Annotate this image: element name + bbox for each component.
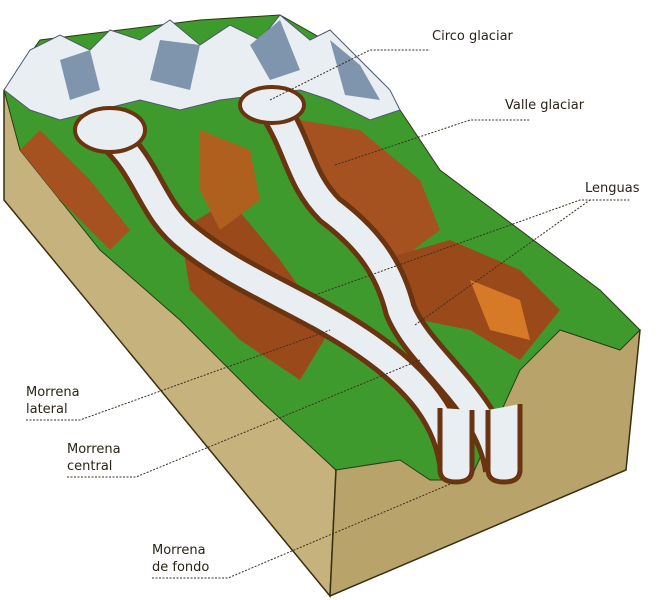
label-morrena-central: Morrena central: [67, 441, 121, 475]
label-line: de fondo: [152, 560, 210, 575]
rock-shadow-3: [250, 20, 300, 80]
leader-lines: [26, 49, 630, 579]
leader-circo: [269, 49, 430, 101]
rock-shadow-4: [330, 40, 380, 100]
rock-shadow-1: [60, 50, 100, 100]
label-morrena-lateral: Morrena lateral: [26, 384, 80, 418]
label-valle-glaciar: Valle glaciar: [505, 98, 585, 113]
leader-morrena-lateral: [26, 329, 331, 421]
label-morrena-de-fondo: Morrena de fondo: [152, 542, 209, 576]
glacier-right: [238, 85, 517, 474]
label-line: lateral: [26, 402, 68, 417]
glacier-section-right: [485, 404, 523, 485]
leader-morrena-fondo: [152, 481, 456, 579]
terrain-brown-ridge-4: [200, 130, 260, 230]
label-line: Morrena: [67, 442, 121, 457]
terrain-brown-ridge-5: [20, 130, 130, 250]
label-circo-glaciar: Circo glaciar: [432, 29, 513, 44]
rock-shadow-2: [150, 40, 200, 90]
glacier-left: [73, 106, 472, 473]
leader-valle: [334, 119, 530, 166]
leader-morrena-central: [67, 359, 421, 478]
glacier-section-left: [437, 408, 475, 485]
label-lenguas: Lenguas: [585, 181, 640, 196]
leader-lenguas-1: [314, 199, 630, 296]
terrain-orange: [470, 280, 530, 340]
label-line: central: [67, 459, 113, 474]
terrain-brown-ridge-2: [300, 120, 440, 260]
label-line: Morrena: [26, 385, 80, 400]
snow-peaks: [3, 14, 401, 121]
label-line: Morrena: [152, 543, 206, 558]
leader-lenguas-2: [414, 199, 591, 326]
